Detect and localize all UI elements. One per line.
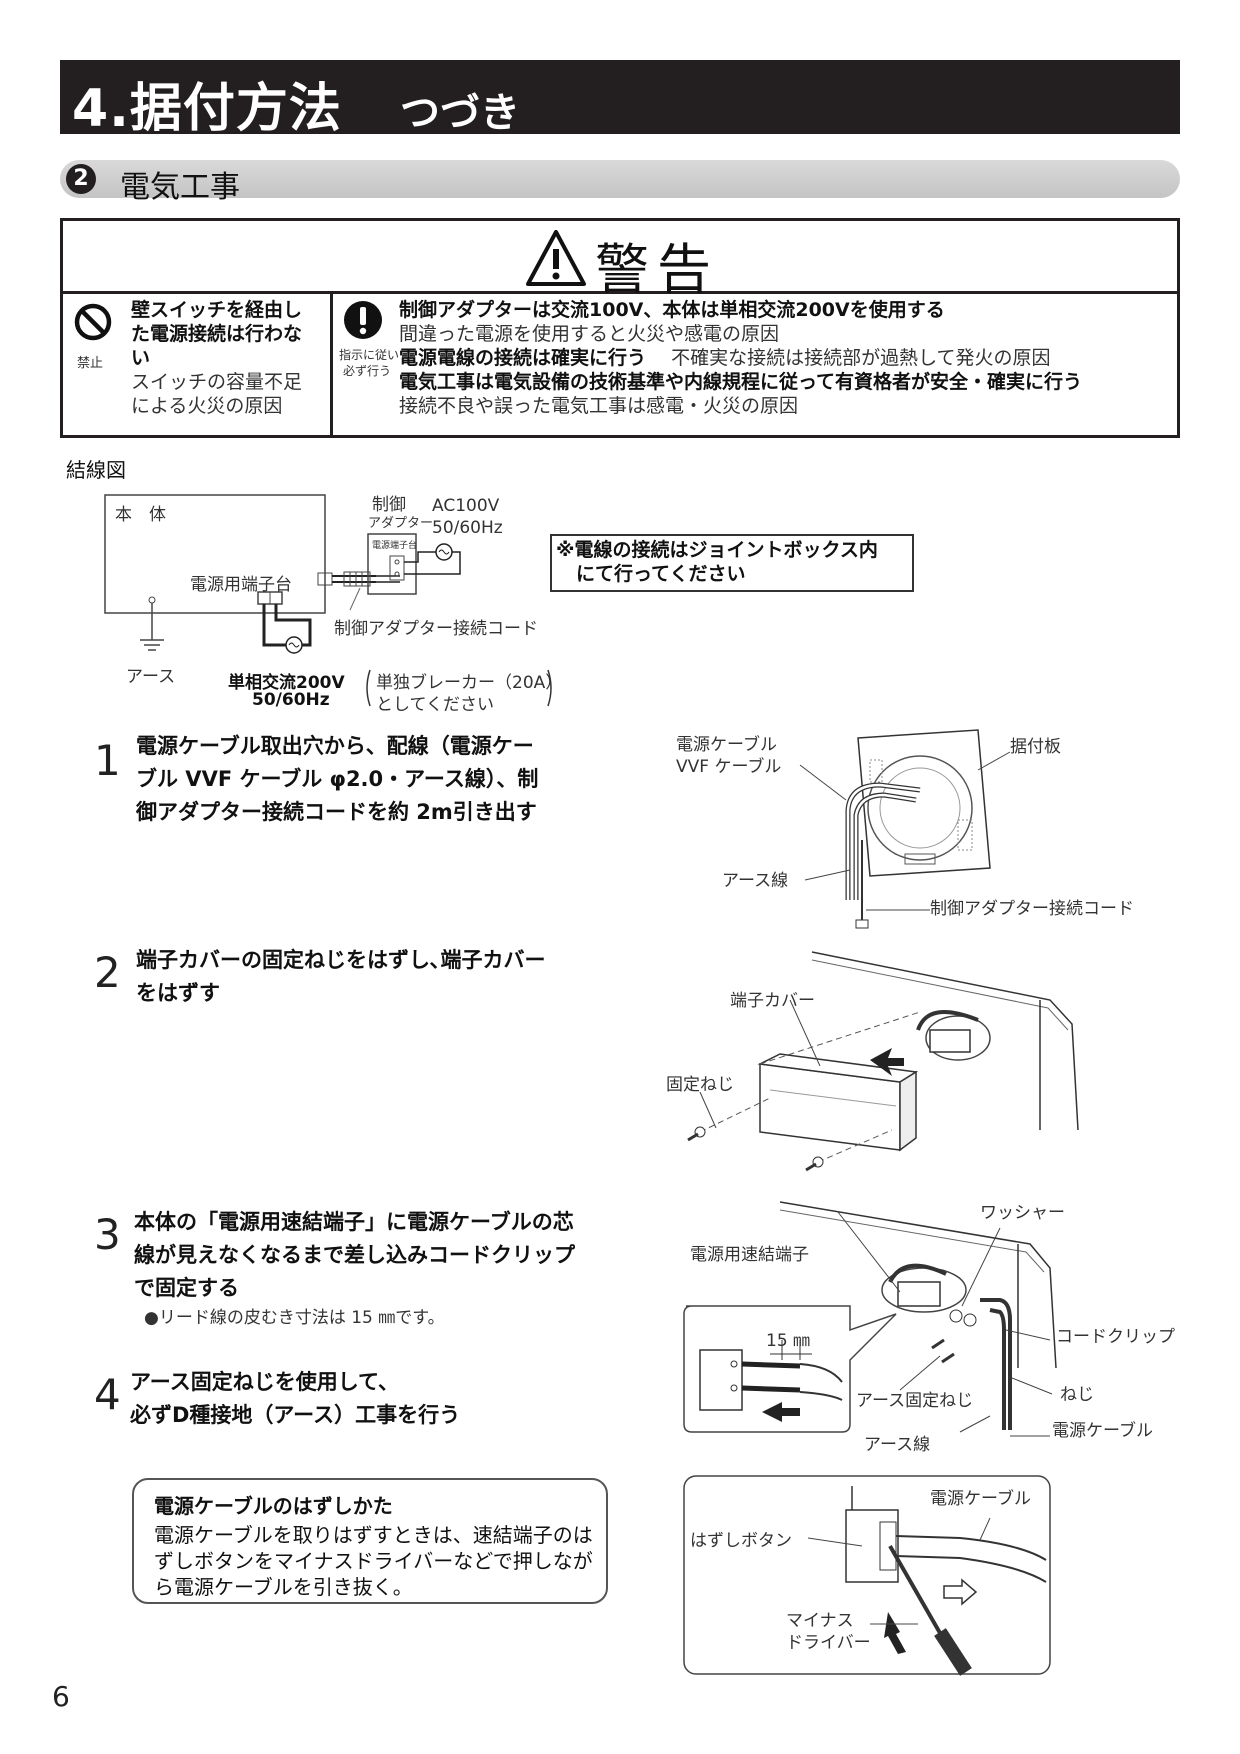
instruction-reason-3: 接続不良や誤った電気工事は感電・火災の原因	[399, 395, 799, 417]
instruction-item-1: 制御アダプターは交流100V、本体は単相交流200Vを使用する	[399, 299, 945, 321]
step-4-number: 4	[94, 1370, 121, 1419]
step-2-line-2: をはずす	[136, 981, 220, 1005]
removal-title: 電源ケーブルのはずしかた	[154, 1494, 393, 1518]
step-3-line-3: で固定する	[134, 1276, 239, 1300]
warning-prohibit-panel: 禁止 壁スイッチを経由し た電源接続は行わな い スイッチの容量不足 による火災…	[63, 294, 333, 435]
step-2-number: 2	[94, 948, 121, 997]
step-4-line-1: アース固定ねじを使用して、	[130, 1370, 400, 1394]
fig3-earth-screw-label: アース固定ねじ	[856, 1391, 974, 1411]
fig3-earth-wire-label: アース線	[864, 1435, 931, 1455]
ac200-label: 単相交流200V	[228, 673, 345, 693]
step-1-line-3: 御アダプター接続コードを約 2m引き出す	[136, 800, 537, 824]
warning-title: 警告	[595, 238, 719, 301]
ac100-hz-label: 50/60Hz	[432, 518, 503, 538]
fig1-plate-label: 据付板	[1010, 737, 1061, 757]
step-2: 端子カバーの固定ねじをはずし､端子カバー をはずす	[136, 944, 656, 1010]
exclamation-icon	[344, 301, 382, 339]
note-line-1: ※電線の接続はジョイントボックス内	[556, 539, 878, 561]
adapter-label-2: アダプター	[368, 516, 434, 531]
fig4-driver-label-1: マイナス	[786, 1611, 854, 1631]
fig3-screw-label: ねじ	[1060, 1385, 1094, 1405]
step-4: アース固定ねじを使用して、 必ずD種接地（アース）工事を行う	[130, 1366, 650, 1432]
section-number: 2	[66, 164, 96, 194]
step-2-line-1: 端子カバーの固定ねじをはずし､端子カバー	[136, 948, 546, 972]
page-subtitle: つづき	[400, 90, 520, 136]
main-unit-label: 本 体	[115, 505, 166, 525]
warning-header: 警告	[63, 221, 1177, 301]
adapter-terminal-label: 電源端子台	[372, 541, 418, 551]
fig1-earth-label: アース線	[722, 871, 789, 891]
instruction-caption-2: 必ず行う	[343, 364, 392, 378]
warning-triangle-icon	[526, 230, 586, 286]
prohibit-text-3: い	[131, 347, 151, 369]
fig3-washer-label: ワッシャー	[980, 1203, 1065, 1223]
ac100-label: AC100V	[432, 496, 500, 516]
fig4-cable-label: 電源ケーブル	[930, 1489, 1031, 1509]
fig3-clip-label: コードクリップ	[1056, 1327, 1175, 1347]
adapter-cord-label: 制御アダプター接続コード	[334, 619, 538, 639]
fig3-cable-label: 電源ケーブル	[1052, 1421, 1153, 1441]
warning-instruction-panel: 指示に従い 必ず行う 制御アダプターは交流100V、本体は単相交流200Vを使用…	[333, 294, 1177, 435]
section-title: 電気工事	[120, 170, 240, 205]
prohibit-reason-2: による火災の原因	[131, 395, 283, 417]
ac200-hz-label: 50/60Hz	[252, 690, 330, 710]
note-line-2: にて行ってください	[576, 563, 746, 585]
cable-removal-figure	[683, 1475, 1051, 1676]
fig1-cable-label-1: 電源ケーブル	[676, 735, 777, 755]
prohibit-text-1: 壁スイッチを経由し	[131, 299, 303, 321]
terminal-cover-figure	[687, 951, 1079, 1172]
step-3-line-2: 線が見えなくなるまで差し込みコードクリップ	[134, 1243, 575, 1267]
earth-label: アース	[126, 667, 176, 687]
step-1-number: 1	[94, 736, 121, 785]
fig4-driver-label-2: ドライバー	[786, 1633, 871, 1653]
wiring-diagram-label: 結線図	[66, 458, 126, 482]
junction-box-note: ※電線の接続はジョイントボックス内 にて行ってください	[550, 534, 914, 592]
fig3-dimension-label: 15 ㎜	[766, 1331, 811, 1351]
title-bar: 4.据付方法 つづき	[60, 60, 1180, 139]
fig3-terminal-label: 電源用速結端子	[690, 1245, 809, 1265]
wiring-diagram	[104, 494, 552, 707]
installation-figures	[683, 729, 1079, 1676]
step-3-number: 3	[94, 1210, 121, 1259]
instruction-reason-2: 不確実な接続は接続部が過熱して発火の原因	[671, 347, 1051, 369]
section-header: 2 電気工事	[60, 160, 1180, 205]
prohibition-icon	[74, 303, 112, 341]
instruction-item-3: 電気工事は電気設備の技術基準や内線規程に従って有資格者が安全・確実に行う	[399, 371, 1083, 393]
fig2-cover-label: 端子カバー	[730, 991, 815, 1011]
step-1-line-1: 電源ケーブル取出穴から、配線（電源ケー	[136, 734, 534, 758]
removal-body: 電源ケーブルを取りはずすときは、速結端子のはずしボタンをマイナスドライバーなどで…	[154, 1523, 593, 1599]
adapter-label-1: 制御	[372, 495, 406, 515]
step-4-line-2: 必ずD種接地（アース）工事を行う	[130, 1403, 461, 1427]
cable-removal-box: 電源ケーブルのはずしかた 電源ケーブルを取りはずすときは、速結端子のはずしボタン…	[132, 1478, 608, 1604]
mounting-plate-figure	[799, 729, 1011, 929]
fig1-cable-label-2: VVF ケーブル	[676, 757, 782, 777]
fig2-screw-label: 固定ねじ	[666, 1075, 734, 1095]
instruction-reason-1: 間違った電源を使用すると火災や感電の原因	[399, 323, 780, 345]
fig4-button-label: はずしボタン	[690, 1531, 792, 1551]
breaker-label-1: 単独ブレーカー（20A）	[376, 673, 563, 693]
terminal-label: 電源用端子台	[190, 575, 292, 595]
page-title: 4.据付方法	[72, 79, 342, 139]
step-3-line-1: 本体の「電源用速結端子」に電源ケーブルの芯	[134, 1210, 574, 1234]
step-1: 電源ケーブル取出穴から、配線（電源ケー ブル VVF ケーブル φ2.0・アース…	[136, 730, 656, 829]
step-1-line-2: ブル VVF ケーブル φ2.0・アース線）、制	[136, 767, 539, 791]
step-3-note: ●リード線の皮むき寸法は 15 ㎜です。	[144, 1308, 445, 1328]
breaker-label-2: としてください	[376, 695, 494, 715]
instruction-caption-1: 指示に従い	[339, 348, 400, 362]
page-number: 6	[52, 1680, 70, 1713]
step-3: 本体の「電源用速結端子」に電源ケーブルの芯 線が見えなくなるまで差し込みコードク…	[134, 1206, 654, 1328]
instruction-item-2: 電源電線の接続は確実に行う	[399, 347, 647, 369]
prohibit-reason-1: スイッチの容量不足	[131, 371, 303, 393]
quick-terminal-figure	[683, 1201, 1057, 1437]
fig1-adapter-cord-label: 制御アダプター接続コード	[930, 899, 1134, 919]
prohibit-caption: 禁止	[77, 356, 104, 371]
warning-box: 警告 禁止 壁スイッチを経由し た電源接続は行わな い スイッチの容量不足 によ…	[60, 218, 1180, 438]
prohibit-text-2: た電源接続は行わな	[131, 323, 303, 345]
